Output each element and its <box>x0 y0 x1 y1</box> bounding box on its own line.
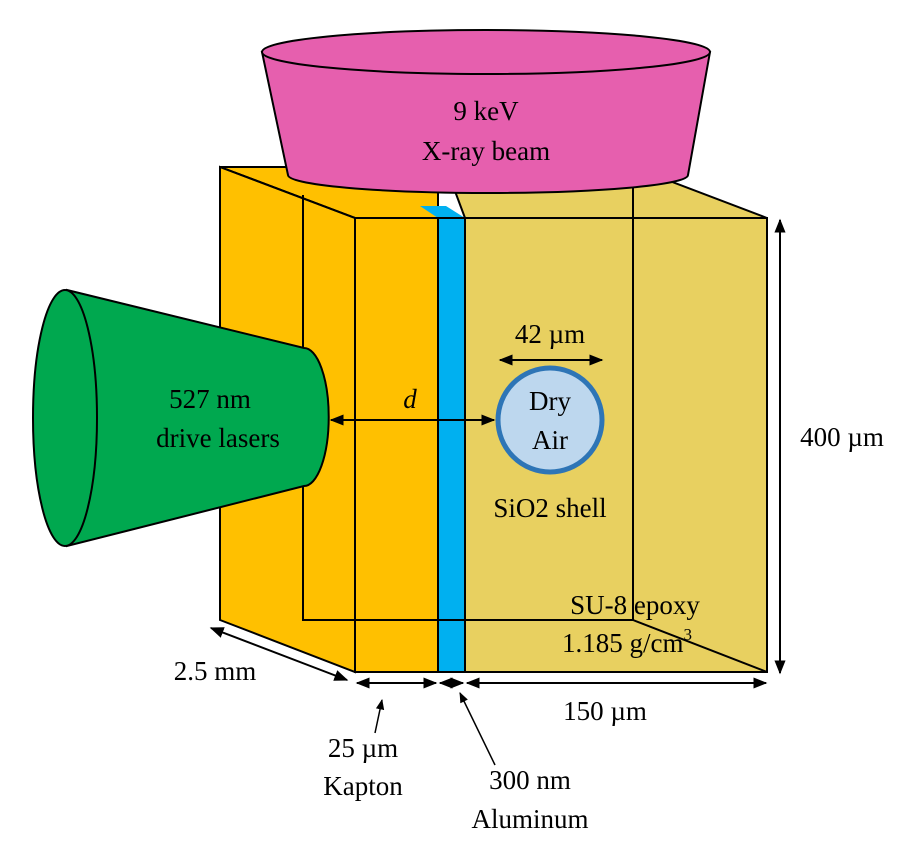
laser-cone-face <box>32 289 98 547</box>
kapton-front-face <box>354 217 439 673</box>
aluminum-leader <box>459 692 496 766</box>
epoxy-density-label: 1.185 g/cm3 <box>562 625 692 658</box>
bubble-diameter-label: 42 µm <box>515 319 585 349</box>
xray-label-energy: 9 keV <box>453 96 519 126</box>
epoxy-density-value: 1.185 g/cm <box>562 628 684 658</box>
bubble-label-air: Air <box>532 425 568 455</box>
laser-label-drive: drive lasers <box>156 423 280 453</box>
height-label: 400 µm <box>800 422 884 452</box>
kapton-thickness-label: 25 µm <box>328 733 398 763</box>
epoxy-label: SU-8 epoxy <box>570 590 700 620</box>
aluminum-thickness-label: 300 nm <box>489 765 571 795</box>
xray-label-beam: X-ray beam <box>422 136 550 166</box>
aluminum-label: Aluminum <box>471 804 588 834</box>
depth-label: 2.5 mm <box>174 656 257 686</box>
xray-beam-body <box>260 51 712 194</box>
xray-beam-top <box>261 29 711 75</box>
box-back-diagonal-top <box>219 166 356 219</box>
laser-cone-body <box>66 288 330 548</box>
kapton-label: Kapton <box>323 771 403 801</box>
box-back-edges <box>302 195 633 621</box>
aluminum-top-face <box>420 206 465 218</box>
bubble-label-dry: Dry <box>529 386 571 416</box>
shell-label: SiO2 shell <box>493 493 606 523</box>
aluminum-front-face <box>437 217 466 673</box>
laser-label-wavelength: 527 nm <box>169 384 251 414</box>
box-back-diagonal-bottom <box>632 619 768 673</box>
epoxy-density-superscript: 3 <box>684 625 693 644</box>
distance-label: d <box>403 384 417 414</box>
kapton-leader <box>374 698 385 734</box>
air-bubble <box>495 365 605 475</box>
depth-dimension-arrow <box>209 627 349 681</box>
epoxy-width-label: 150 µm <box>563 696 647 726</box>
